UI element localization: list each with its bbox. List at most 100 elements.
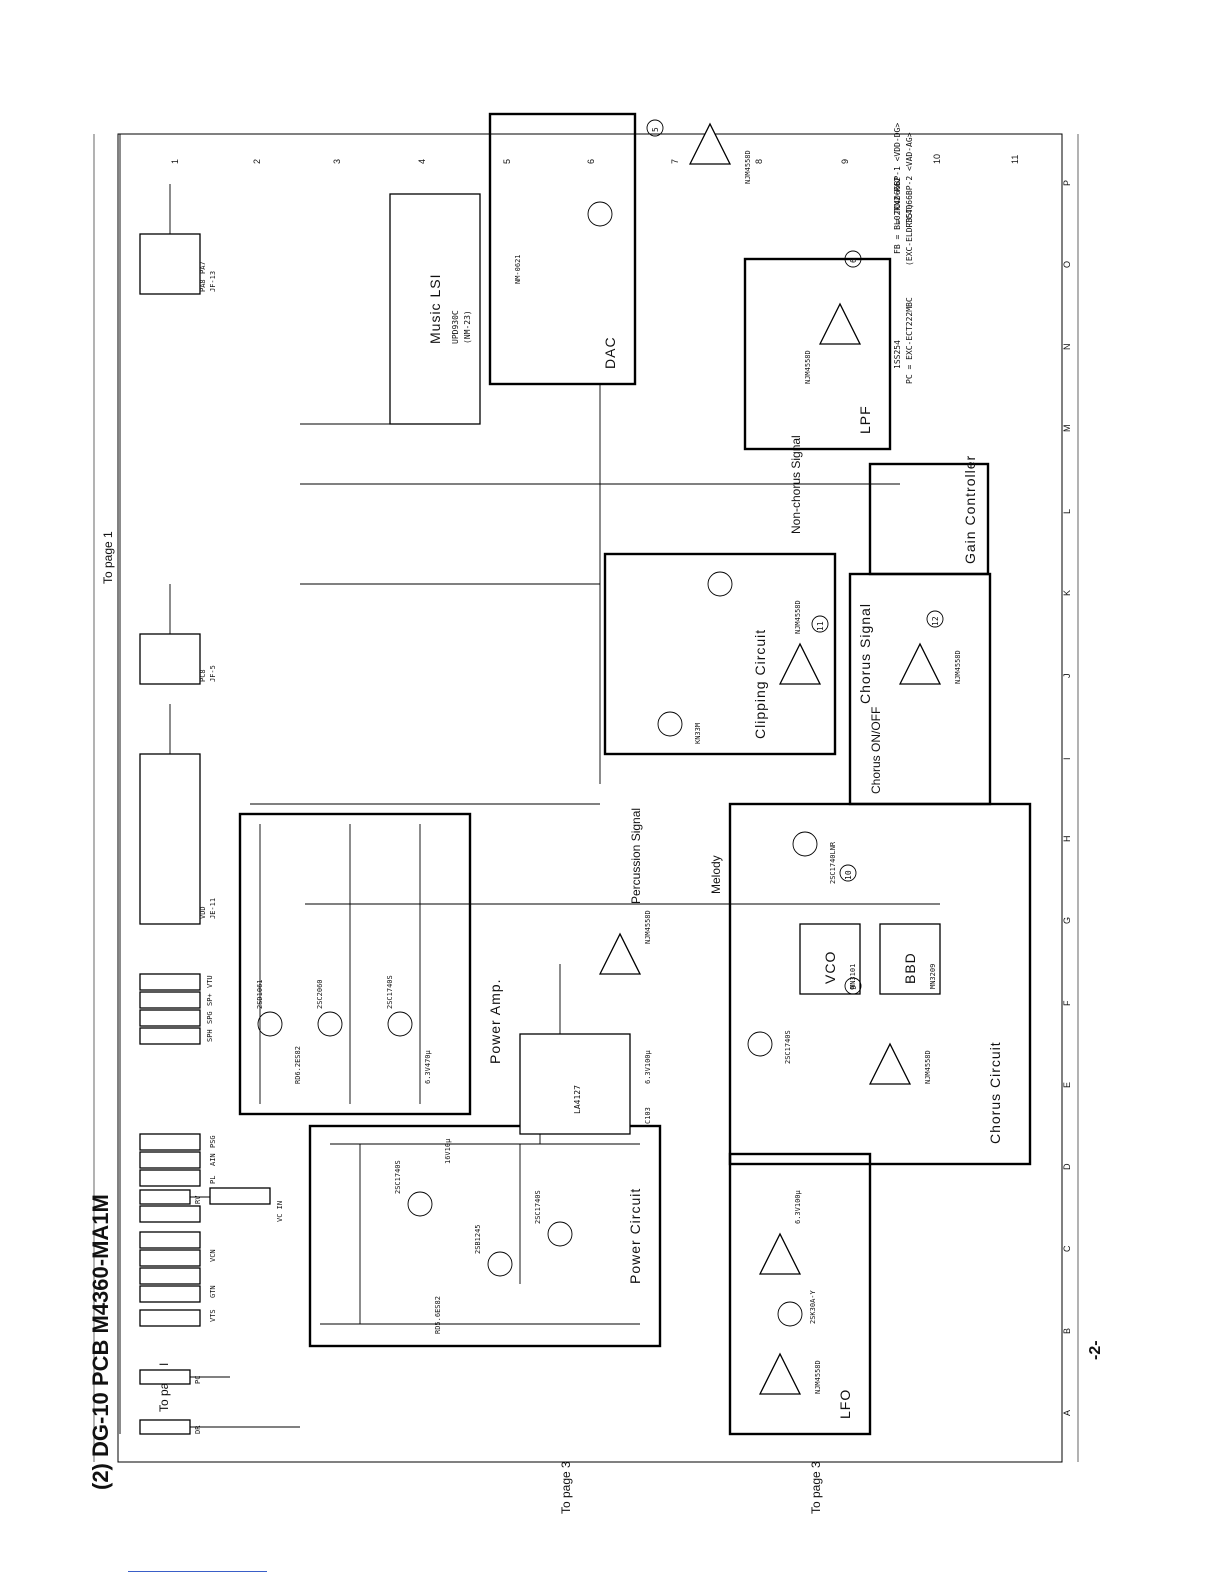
melody-label: Melody bbox=[709, 855, 723, 894]
to-page-3-b: To page 3 bbox=[809, 1461, 823, 1514]
conn-rv-label: RV bbox=[194, 1195, 202, 1204]
sp-conn-4 bbox=[139, 973, 201, 991]
t11-part: 2SC1740LNR bbox=[829, 841, 837, 884]
lpf-label: LPF bbox=[857, 405, 873, 434]
lpf-opamp-part: NJM4558D bbox=[804, 350, 812, 384]
grid-columns: 1 2 3 4 5 6 7 8 9 10 11 bbox=[170, 154, 1020, 164]
regulator-parts: 2SD1061 2SC2060 2SC1740S RD6.2ES82 6.3V4… bbox=[256, 824, 432, 1104]
sp-label-vtu: VTU bbox=[206, 975, 214, 988]
grid-col-6: 6 bbox=[586, 159, 596, 164]
left-connector-strip: DR PC RV bbox=[139, 1189, 300, 1435]
lfo-transistor-part: 2SK30A-Y bbox=[809, 1289, 817, 1324]
lfo-opamp-part: NJM4558D bbox=[814, 1360, 822, 1394]
sp-conn-2 bbox=[139, 1009, 201, 1027]
output-opamp-part: NJM4558D bbox=[744, 150, 752, 184]
transistor-t8 bbox=[387, 1011, 413, 1037]
cn3-1 bbox=[139, 1309, 201, 1327]
transistor-t12 bbox=[657, 711, 683, 737]
legend: = TC4066BP-1 <VDD-DG> TC4066BP-2 <VAD-AG… bbox=[893, 123, 914, 384]
clipping-parts: KN33M NJM4558D bbox=[657, 571, 822, 744]
tp-11 bbox=[811, 615, 829, 633]
tp-9-label: 9 bbox=[849, 985, 858, 990]
lfo-label: LFO bbox=[837, 1389, 853, 1419]
lfo-box bbox=[728, 1152, 872, 1436]
grid-col-4: 4 bbox=[417, 159, 427, 164]
gain-controller-label: Gain Controller bbox=[962, 455, 978, 564]
t3-part: 2SC1740S bbox=[394, 1160, 402, 1194]
opamp-mix bbox=[598, 932, 642, 975]
legend-pc: PC = EXC-ECT222MBC bbox=[905, 297, 914, 384]
cn3-5 bbox=[139, 1231, 201, 1249]
lfo-cap: 6.3V100μ bbox=[794, 1189, 802, 1224]
clipping-circuit-label: Clipping Circuit bbox=[752, 629, 768, 739]
legend-fb-note: (EXC-ELDR35T) bbox=[905, 203, 914, 266]
lpf-box bbox=[743, 257, 892, 451]
grid-row-g: G bbox=[1062, 917, 1072, 924]
signal-buses bbox=[119, 134, 940, 1434]
transistor-t7 bbox=[707, 571, 733, 597]
conn-pc-label: PC bbox=[194, 1376, 202, 1384]
outer-frame bbox=[117, 133, 1063, 1463]
clip-opamp-part: NJM4558D bbox=[794, 600, 802, 634]
cn2-1 bbox=[139, 1205, 201, 1223]
jf-bot-label-1: JE-11 bbox=[209, 898, 217, 919]
tp-11-label: 11 bbox=[816, 621, 825, 631]
transistor-t5 bbox=[317, 1011, 343, 1037]
power-circuit-parts: 2SB1245 2SC1740S 2SC1740S RD5.6ES82 16V1… bbox=[320, 1138, 640, 1334]
vco-label: VCO bbox=[822, 951, 838, 984]
grid-col-10: 10 bbox=[932, 154, 942, 164]
to-page-3-a: To page 3 bbox=[559, 1461, 573, 1514]
power-circuit-box bbox=[308, 1124, 662, 1348]
dac-part: NM-0621 bbox=[514, 254, 522, 284]
t8-part: 2SC1740S bbox=[386, 975, 394, 1009]
grid-row-i: I bbox=[1062, 757, 1072, 760]
t6-part: 2SC1740S bbox=[784, 1030, 792, 1064]
chorus-parts: NJM4558D VCO MN3101 BBD MN3209 2SC1740LN… bbox=[747, 707, 941, 1085]
supply-conn-block bbox=[139, 753, 201, 925]
music-lsi-label: Music LSI bbox=[427, 274, 443, 344]
tp-10 bbox=[839, 864, 857, 882]
reg-diode: RD6.2ES82 bbox=[294, 1046, 302, 1084]
grid-row-d: D bbox=[1062, 1163, 1072, 1170]
left-label-vts: VTS bbox=[209, 1309, 217, 1322]
transistor-t6 bbox=[747, 1031, 773, 1057]
pa-cap-2: 6.3V100μ bbox=[644, 1049, 652, 1084]
pc-cap: 16V10μ bbox=[444, 1138, 452, 1164]
cn3-2 bbox=[139, 1285, 201, 1303]
lpf-opamp bbox=[818, 302, 862, 345]
to-page-1-top: To page 1 bbox=[101, 531, 115, 584]
sp-conn-3 bbox=[139, 991, 201, 1009]
page-title: (2) DG-10 PCB M4360-MA1M bbox=[88, 1194, 113, 1490]
page-number: -2- bbox=[1087, 1340, 1104, 1360]
legend-fb: FB = BL02RN2-R62 bbox=[893, 177, 902, 254]
grid-row-b: B bbox=[1062, 1328, 1072, 1334]
grid-row-l: L bbox=[1062, 509, 1072, 514]
transistor-t3 bbox=[407, 1191, 433, 1217]
supply-label-1: VDD bbox=[199, 906, 207, 919]
grid-col-2: 2 bbox=[252, 159, 262, 164]
chorus-signal-opamp-part: NJM4558D bbox=[954, 650, 962, 684]
tp-6 bbox=[844, 250, 862, 268]
chorus-circuit-label: Chorus Circuit bbox=[987, 1041, 1003, 1144]
grid-row-a: A bbox=[1062, 1410, 1072, 1416]
sp-label-spp: SP+ bbox=[206, 993, 214, 1006]
grid-row-m: M bbox=[1062, 425, 1072, 433]
pa-conn-block bbox=[139, 233, 201, 295]
test-points: 5 6 9 10 11 12 bbox=[646, 119, 944, 995]
grid-row-o: O bbox=[1062, 261, 1072, 268]
grid-row-f: F bbox=[1062, 1000, 1072, 1006]
cn2-3 bbox=[139, 1169, 201, 1187]
power-amp: LA4127 Power Amp. C103 6.3V100μ bbox=[487, 964, 652, 1144]
lsi-part: UPD930C bbox=[451, 310, 460, 344]
pa-connector-rows: PA8 PA7 JF-13 PC8 JF-5 VDD JE-11 bbox=[139, 184, 217, 925]
tp-5 bbox=[646, 119, 664, 137]
clip-opamp bbox=[778, 642, 822, 685]
power-circuit-label: Power Circuit bbox=[627, 1188, 643, 1284]
cn2-2 bbox=[209, 1187, 271, 1205]
grid-col-5: 5 bbox=[502, 159, 512, 164]
bottom-rule bbox=[128, 1571, 267, 1572]
tp-10-label: 10 bbox=[844, 870, 853, 880]
vco-chip bbox=[799, 923, 861, 995]
sp-conn-1 bbox=[139, 1027, 201, 1045]
